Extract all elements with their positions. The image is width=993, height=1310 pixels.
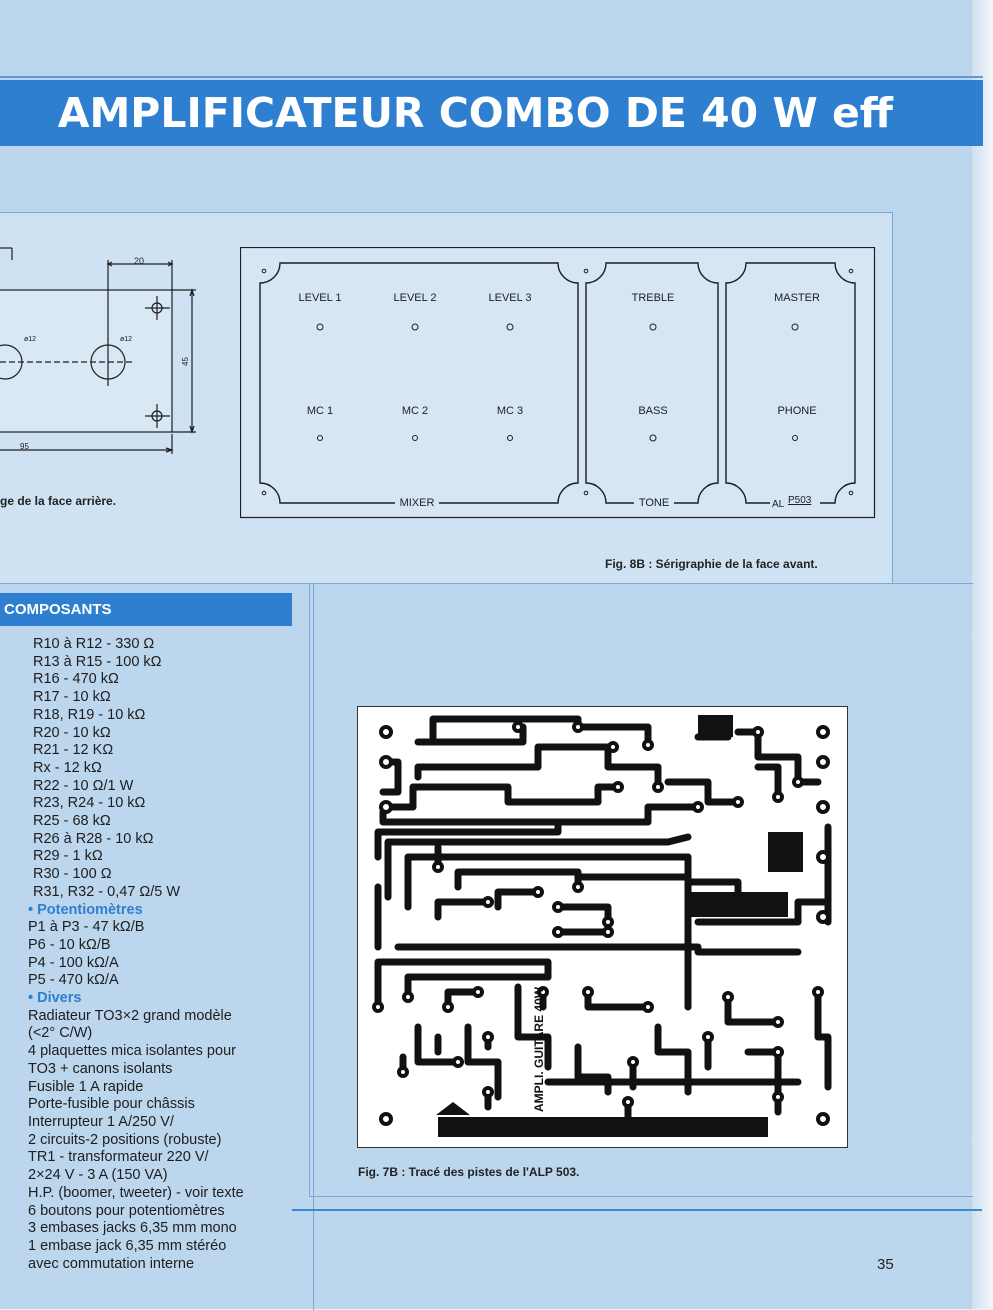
divers-heading: • Divers [28, 990, 82, 1007]
silk-label-mc-3: MC 3 [497, 405, 523, 417]
component-item: 6 boutons pour potentiomètres [28, 1202, 225, 1219]
component-item: avec commutation interne [28, 1255, 195, 1272]
component-item: R22 - 10 Ω/1 W [33, 777, 134, 794]
component-item: R30 - 100 Ω [33, 866, 112, 883]
component-item: 4 plaquettes mica isolantes pour [28, 1043, 236, 1060]
pcb-traces: AMPLI. GUITARE 40W [372, 715, 832, 1137]
silk-label-mc-1: MC 1 [307, 405, 333, 417]
component-item: R29 - 1 kΩ [33, 848, 103, 865]
component-item: Rx - 12 kΩ [33, 759, 102, 776]
component-item: Interrupteur 1 A/250 V/ [28, 1113, 174, 1130]
component-item: H.P. (boomer, tweeter) - voir texte [28, 1184, 244, 1201]
footer-rule [292, 1209, 982, 1211]
component-item: R13 à R15 - 100 kΩ [33, 653, 162, 670]
component-item: R26 à R28 - 10 kΩ [33, 830, 154, 847]
dim-width-top: 20 [134, 256, 144, 266]
component-item: TO3 + canons isolants [28, 1060, 173, 1077]
component-item: 1 embase jack 6,35 mm stéréo [28, 1237, 227, 1254]
component-item: 3 embases jacks 6,35 mm mono [28, 1220, 237, 1237]
dim-hole-right: ø12 [120, 336, 132, 343]
pcb-board-text: AMPLI. GUITARE 40W [532, 986, 546, 1112]
component-item: P1 à P3 - 47 kΩ/B [28, 919, 145, 936]
silk-label-level-2: LEVEL 2 [393, 292, 436, 304]
component-item: R21 - 12 KΩ [33, 742, 114, 759]
page-number: 35 [877, 1256, 894, 1273]
silk-group-mixer: MIXER [400, 497, 435, 509]
silk-label-treble: TREBLE [632, 292, 675, 304]
component-item: 2×24 V - 3 A (150 VA) [28, 1167, 168, 1184]
component-item: P6 - 10 kΩ/B [28, 936, 111, 953]
component-item: Porte-fusible pour châssis [28, 1096, 195, 1113]
silk-group-master-code: P503 [788, 495, 812, 506]
dim-width-bottom: 95 [20, 442, 29, 451]
rear-panel-drawing: 20 ø12 ø12 45 95 [0, 247, 196, 454]
silk-label-phone: PHONE [777, 405, 816, 417]
component-item: P4 - 100 kΩ/A [28, 954, 119, 971]
silk-label-mc-2: MC 2 [402, 405, 428, 417]
pcb-caption: Fig. 7B : Tracé des pistes de l'ALP 503. [358, 1165, 580, 1179]
component-item: R10 à R12 - 330 Ω [33, 636, 155, 652]
dim-hole-left: ø12 [24, 336, 36, 343]
component-item: 2 circuits-2 positions (robuste) [28, 1131, 222, 1148]
component-item: R23, R24 - 10 kΩ [33, 795, 146, 812]
components-header: COMPOSANTS [0, 593, 292, 626]
silk-label-level-3: LEVEL 3 [488, 292, 531, 304]
pcb-trace-figure: AMPLI. GUITARE 40W [357, 706, 848, 1148]
component-item: R31, R32 - 0,47 Ω/5 W [33, 883, 181, 900]
silk-label-master: MASTER [774, 292, 820, 304]
figure-panel-pcb [309, 583, 973, 1197]
component-item: (<2° C/W) [28, 1025, 93, 1042]
silk-group-master-prefix: AL [772, 499, 785, 510]
component-item: R16 - 470 kΩ [33, 671, 119, 688]
front-panel-silkscreen: LEVEL 1 LEVEL 2 LEVEL 3 MC 1 MC 2 MC 3 T… [240, 247, 876, 519]
rear-panel-caption: ge de la face arrière. [0, 494, 117, 508]
component-item: R25 - 68 kΩ [33, 813, 111, 830]
component-item: R17 - 10 kΩ [33, 689, 111, 706]
page-edge [972, 0, 993, 1309]
component-item: Fusible 1 A rapide [28, 1078, 144, 1095]
silk-group-tone: TONE [639, 497, 669, 509]
component-item: Radiateur TO3×2 grand modèle [28, 1007, 232, 1024]
banner-rule [0, 76, 983, 78]
dim-height: 45 [181, 357, 190, 366]
component-item: TR1 - transformateur 220 V/ [28, 1149, 209, 1166]
components-box [0, 583, 314, 1310]
component-item: P5 - 470 kΩ/A [28, 972, 119, 989]
components-list: R10 à R12 - 330 Ω R13 à R15 - 100 kΩ R16… [0, 636, 300, 1273]
silk-label-bass: BASS [638, 405, 667, 417]
front-panel-caption: Fig. 8B : Sérigraphie de la face avant. [605, 557, 818, 571]
silk-label-level-1: LEVEL 1 [298, 292, 341, 304]
component-item: R20 - 10 kΩ [33, 724, 111, 741]
page-title: AMPLIFICATEUR COMBO DE 40 W eff [0, 80, 983, 146]
potentiometers-heading: • Potentiomètres [28, 901, 143, 918]
component-item: R18, R19 - 10 kΩ [33, 706, 146, 723]
